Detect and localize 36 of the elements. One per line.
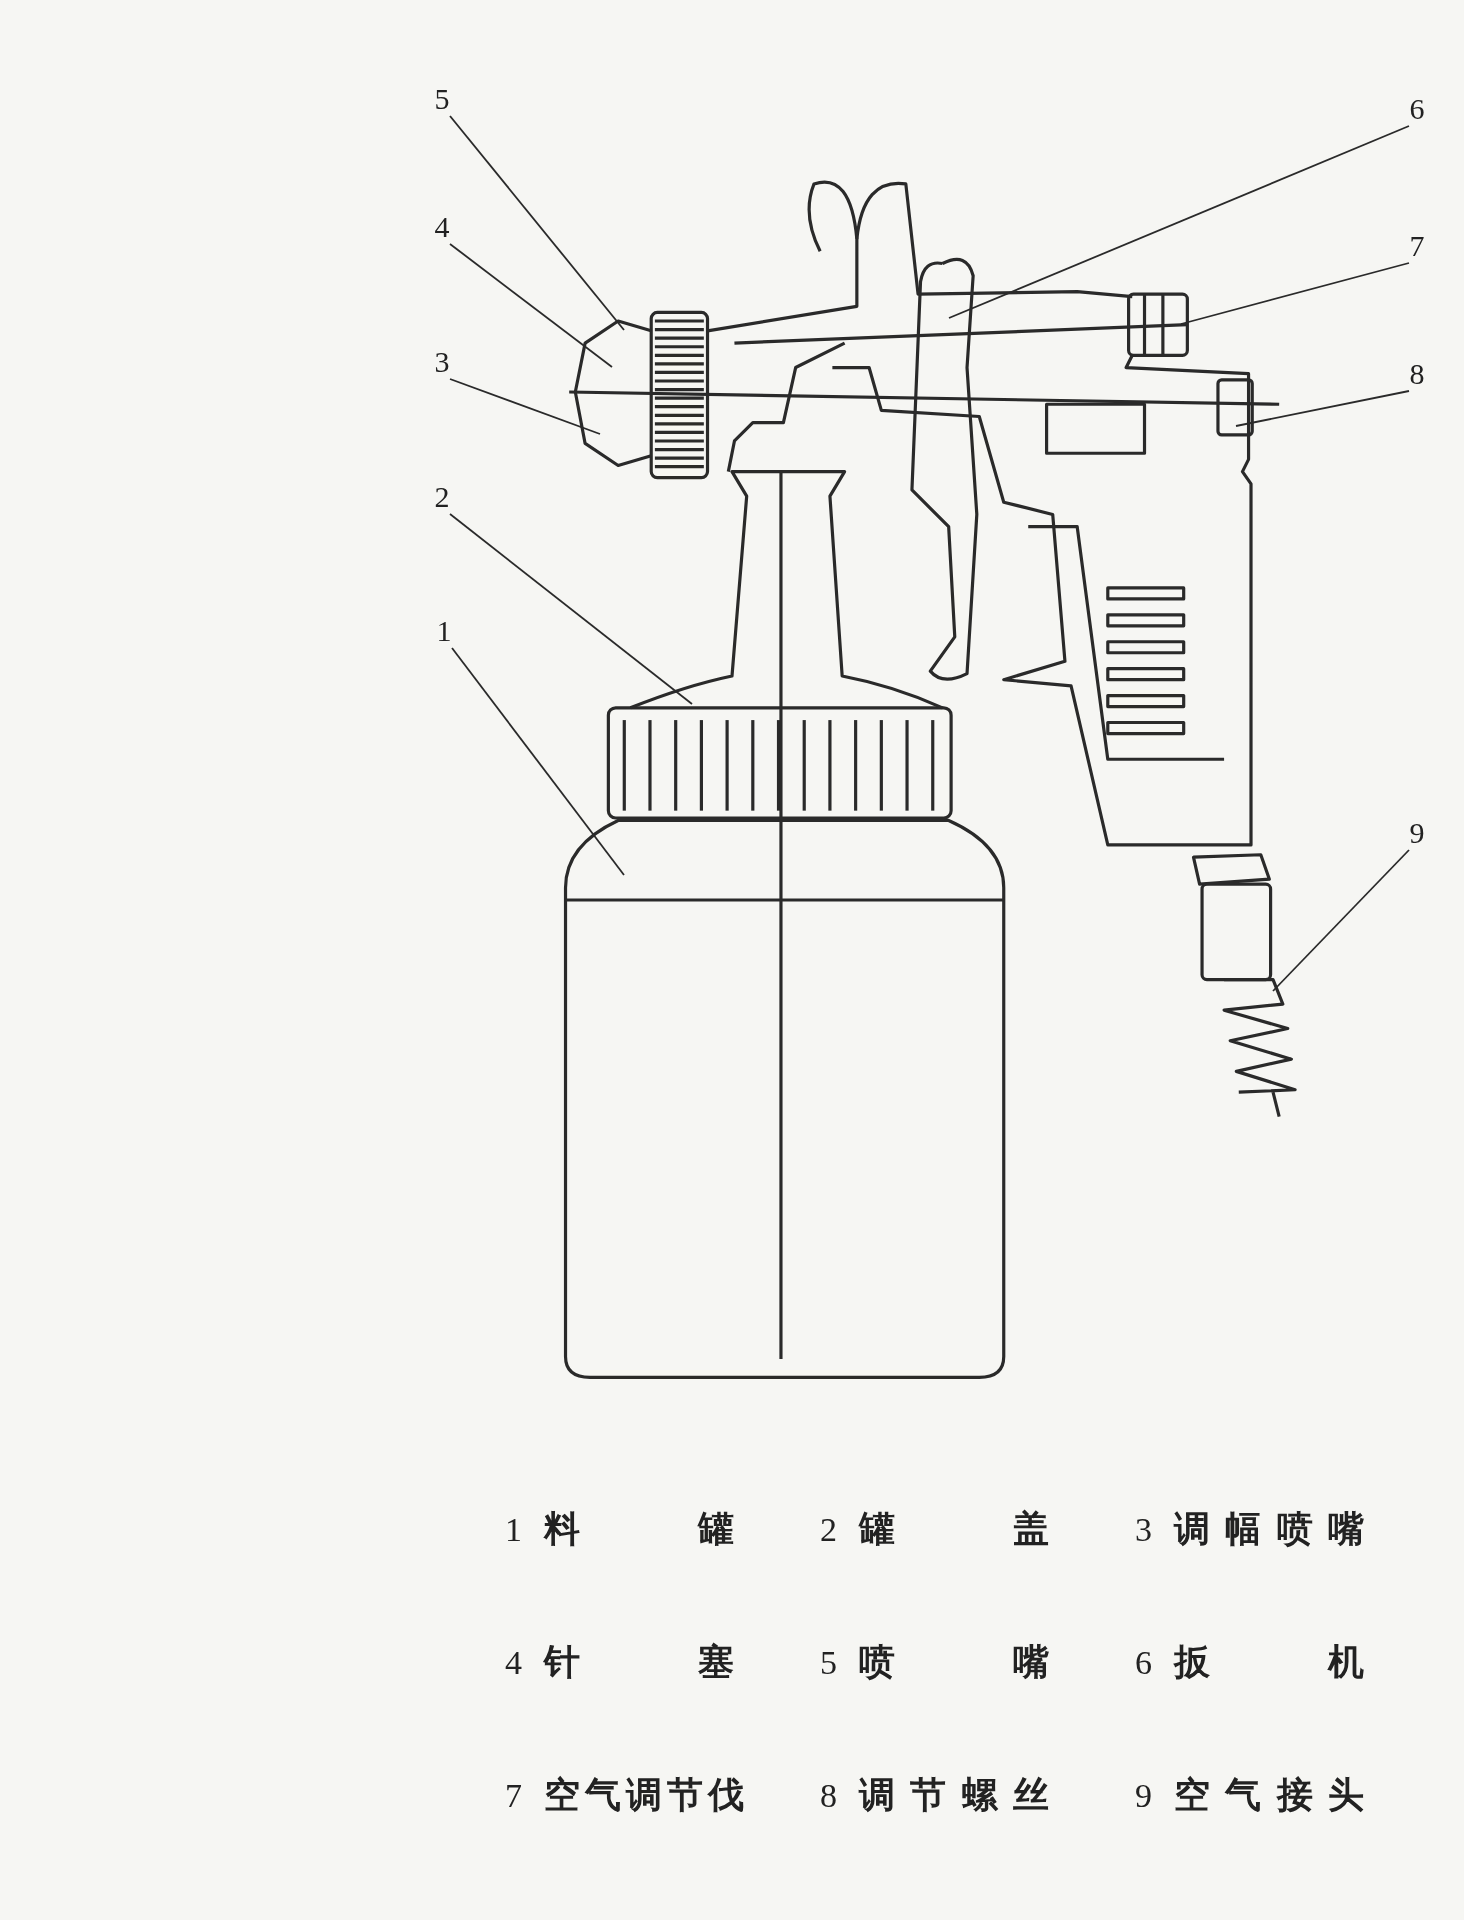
callout-number: 2 (430, 480, 454, 514)
legend-number: 5 (820, 1643, 837, 1682)
part-name: 扳机 (1174, 1641, 1364, 1684)
part-name: 料罐 (544, 1508, 734, 1551)
legend-number: 1 (505, 1510, 522, 1549)
leader-line (1272, 849, 1410, 992)
part-name: 调幅喷嘴 (1174, 1508, 1364, 1551)
leader-line (451, 647, 625, 876)
legend-number: 8 (820, 1776, 837, 1815)
leader-line (449, 513, 693, 705)
legend-number: 2 (820, 1510, 837, 1549)
legend-number: 7 (505, 1776, 522, 1815)
part-name: 喷嘴 (859, 1641, 1049, 1684)
callout-number: 8 (1405, 357, 1429, 391)
leader-line (449, 243, 613, 368)
part-name: 空气接头 (1174, 1774, 1364, 1817)
leader-line (948, 125, 1410, 319)
legend-number: 6 (1135, 1643, 1152, 1682)
part-name: 罐盖 (859, 1508, 1049, 1551)
part-name: 空气调节伐 (544, 1774, 744, 1817)
callout-number: 3 (430, 345, 454, 379)
leader-line (1180, 262, 1410, 325)
part-name: 针塞 (544, 1641, 734, 1684)
leader-line (1235, 390, 1410, 427)
leader-line (449, 378, 601, 435)
callout-number: 9 (1405, 816, 1429, 850)
callout-number: 5 (430, 82, 454, 116)
callout-number: 7 (1405, 229, 1429, 263)
callout-number: 4 (430, 210, 454, 244)
callout-number: 6 (1405, 92, 1429, 126)
legend-number: 3 (1135, 1510, 1152, 1549)
legend-number: 4 (505, 1643, 522, 1682)
callout-number: 1 (432, 614, 456, 648)
part-name: 调节螺丝 (859, 1774, 1049, 1817)
legend-number: 9 (1135, 1776, 1152, 1815)
leader-line (449, 115, 625, 331)
